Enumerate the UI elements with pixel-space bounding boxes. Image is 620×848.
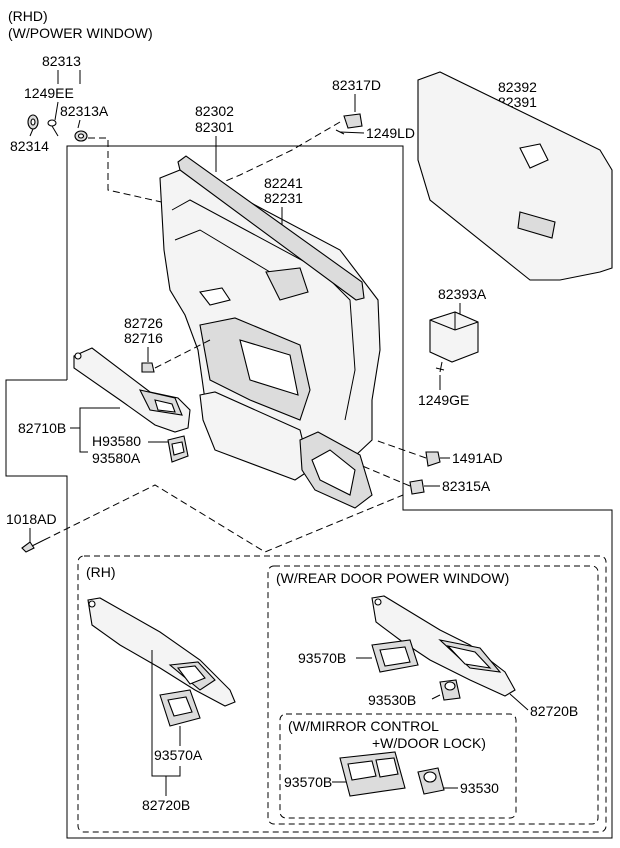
weatherstrip-group: 82241 82231 [177,155,365,301]
rear-part-82720B-label: 82720B [530,703,578,719]
part-93580A-label: 93580A [92,450,141,466]
door-trim-panel-group: 82302 82301 [159,103,381,509]
part-82317D-label: 82317D [332,77,381,93]
part-1249GE-label: 1249GE [418,392,469,408]
rear-window-title: (W/REAR DOOR POWER WINDOW) [276,570,509,586]
part-82393A-label: 82393A [438,286,487,302]
part-1249EE-label: 1249EE [24,85,74,101]
clip-82726-part [141,362,155,373]
part-1491AD-label: 1491AD [452,450,503,466]
mirror-control-title-line2: +W/DOOR LOCK) [372,735,486,751]
clip-1491AD-part [425,451,441,467]
part-82392-label: 82392 [498,79,537,95]
screw-1249EE-part [47,119,59,137]
rh-section-title: (RH) [86,564,116,580]
screw-1018AD-part [21,541,35,553]
mirror-part-93570B-label: 93570B [284,774,332,790]
main-outline [5,145,613,839]
option-label: (W/POWER WINDOW) [8,25,153,41]
part-82241-label: 82241 [264,175,303,191]
part-82726-label: 82726 [124,315,163,331]
armrest-switch-panel-part [73,347,191,433]
rear-window-panel-group: 93570B 93530B 82720B [298,595,578,719]
clip-82726-group: 82726 82716 [124,315,211,373]
part-82302-label: 82302 [195,103,234,119]
top-left-fastener-group: 82313 1249EE 82313A 82314 [10,53,176,206]
rh-part-82720B-label: 82720B [142,797,190,813]
screw-1018AD-group: 1018AD [6,484,404,553]
rh-section-box [77,555,607,833]
part-82716-label: 82716 [124,330,163,346]
clip-82313A-part [74,130,88,142]
sealing-cover-part [417,71,613,281]
absorber-82393A-part [429,311,479,363]
part-82710B-label: 82710B [18,420,66,436]
bracket-82317D-part [343,113,363,129]
variant-label: (RHD) [8,8,48,24]
mirror-control-group: 93570B 93530 [284,751,499,797]
map-pocket-part [199,391,311,481]
part-82313A-label: 82313A [60,103,109,119]
switch-panel-82710B-group: 82710B H93580 93580A [18,347,191,466]
door-handle-recess-part [265,267,309,301]
rear-part-93530B-label: 93530B [368,692,416,708]
part-H93580-label: H93580 [92,433,141,449]
rh-part-93570A-label: 93570A [154,747,203,763]
part-82315A-label: 82315A [442,478,491,494]
rear-window-box [267,565,599,825]
part-1249LD-label: 1249LD [366,125,415,141]
rear-part-93570B-label: 93570B [298,650,346,666]
clip-82315A-part [409,479,425,495]
mirror-part-93530-label: 93530 [460,780,499,796]
part-82314-label: 82314 [10,138,49,154]
part-82231-label: 82231 [264,190,303,206]
mirror-control-box [279,713,517,819]
rh-switch-panel-group: 93570A 82720B [87,597,236,813]
washer-82314-part [27,114,39,130]
part-82301-label: 82301 [195,119,234,135]
rear-window-switch-panel-part [371,595,516,697]
mirror-control-title-line1: (W/MIRROR CONTROL [288,718,439,734]
part-82313-label: 82313 [42,53,81,69]
absorber-group: 82393A 1249GE [418,286,487,408]
right-clip-group: 1491AD 82315A [359,439,503,495]
sealing-cover-group: 82392 82391 [417,71,613,281]
part-1018AD-label: 1018AD [6,511,57,527]
rh-armrest-switch-panel-part [87,597,236,707]
weatherstrip-part [177,155,365,301]
